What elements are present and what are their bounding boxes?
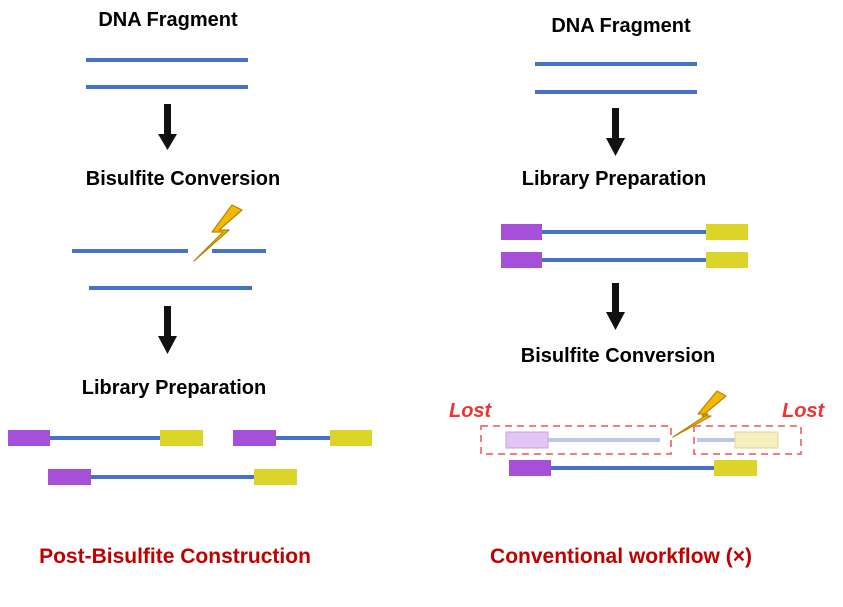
left-library-fragment — [233, 430, 372, 446]
adapter-5prime — [501, 224, 542, 240]
lost-box — [693, 425, 802, 455]
left-workflow: DNA Fragment Bisulfite Conversion Librar… — [8, 9, 372, 568]
down-arrow-icon — [606, 108, 625, 156]
lost-fragment-right — [693, 425, 802, 455]
right-intact-strand — [509, 460, 757, 476]
right-library-fragment — [501, 252, 748, 268]
left-step-library-preparation: Library Preparation — [82, 377, 267, 399]
left-library-fragment — [8, 430, 203, 446]
left-caption: Post-Bisulfite Construction — [39, 545, 311, 568]
adapter-3prime — [734, 431, 779, 449]
lost-label-left: Lost — [449, 400, 493, 422]
adapter-5prime — [48, 469, 91, 485]
adapter-5prime — [505, 431, 549, 449]
down-arrow-icon — [158, 104, 177, 150]
right-step-library-preparation: Library Preparation — [522, 168, 707, 190]
lightning-bolt-icon — [193, 204, 243, 262]
adapter-3prime — [160, 430, 203, 446]
adapter-3prime — [706, 252, 748, 268]
right-dna-fragment-strands — [535, 62, 697, 94]
left-step-bisulfite-conversion: Bisulfite Conversion — [86, 168, 280, 190]
right-workflow: DNA Fragment Library Preparation Bisulfi… — [449, 15, 826, 568]
left-library-fragment — [48, 469, 297, 485]
down-arrow-icon — [158, 306, 177, 354]
down-arrow-icon — [606, 283, 625, 330]
adapter-3prime — [330, 430, 372, 446]
right-caption: Conventional workflow (×) — [490, 545, 752, 568]
lost-box — [480, 425, 672, 455]
right-step-bisulfite-conversion: Bisulfite Conversion — [521, 345, 715, 367]
adapter-3prime — [254, 469, 297, 485]
left-dna-fragment-strands — [86, 58, 248, 89]
lightning-bolt-icon — [672, 390, 727, 438]
right-step-dna-fragment: DNA Fragment — [551, 15, 691, 37]
adapter-5prime — [8, 430, 50, 446]
adapter-3prime — [714, 460, 757, 476]
adapter-5prime — [501, 252, 542, 268]
left-step-dna-fragment: DNA Fragment — [98, 9, 238, 31]
adapter-3prime — [706, 224, 748, 240]
right-library-fragment — [501, 224, 748, 240]
lost-label-right: Lost — [782, 400, 826, 422]
lost-fragment-left — [480, 425, 672, 455]
adapter-5prime — [233, 430, 276, 446]
left-converted-strands — [72, 249, 266, 290]
adapter-5prime — [509, 460, 551, 476]
